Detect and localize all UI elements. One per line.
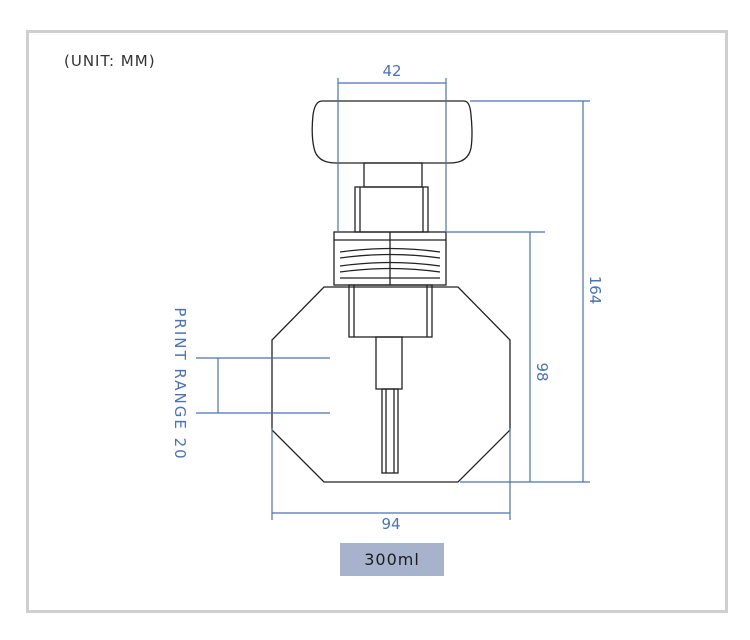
body-height-label: 98 <box>533 362 551 381</box>
pump-stem <box>363 162 423 188</box>
pump-tube-upper <box>375 336 403 390</box>
capacity-badge: 300ml <box>340 543 444 576</box>
unit-label: (UNIT: MM) <box>64 52 156 70</box>
dimension-lines <box>196 78 590 520</box>
bottle-body <box>271 286 511 483</box>
print-range-label: PRINT RANGE 20 <box>171 307 189 460</box>
total-height-label: 164 <box>586 276 604 305</box>
pump-collar <box>354 186 429 233</box>
pump-tube-lower <box>381 388 399 474</box>
pump-head <box>311 100 473 164</box>
pump-chamber <box>348 284 433 338</box>
drawing-frame <box>26 30 728 613</box>
neck-width-label: 42 <box>382 62 401 80</box>
body-width-label: 94 <box>381 515 400 533</box>
bottle-outline <box>271 100 511 483</box>
